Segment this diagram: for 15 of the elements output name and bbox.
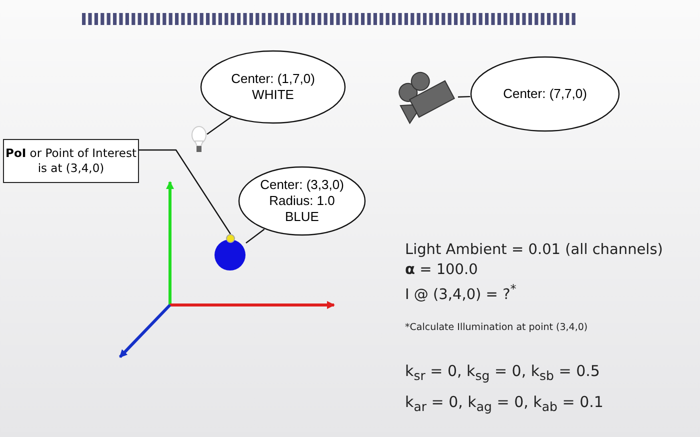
leader-line	[139, 149, 231, 234]
equation-text: I @ (3,4,0) = ?$^{*}$	[405, 282, 516, 303]
equation-text: α = 100.0	[405, 262, 478, 278]
bubble-text: Center: (1,7,0) WHITE	[230, 71, 316, 103]
speech-bubble	[200, 50, 346, 124]
equation-text: k$_{ar}$ = 0, k$_{ag}$ = 0, k$_{ab}$ = 0.1	[405, 393, 604, 414]
bubble-text: Center: (3,3,0) Radius: 1.0 BLUE	[259, 177, 345, 225]
equation-text: Light Ambient = 0.01 (all channels)	[405, 242, 663, 258]
callout-box	[3, 139, 139, 183]
footnote-text: *Calculate Illumination at point (3,4,0)	[405, 322, 588, 333]
speech-bubble	[238, 166, 366, 236]
bubble-text: Center: (7,7,0)	[503, 86, 587, 102]
equation-text: k$_{sr}$ = 0, k$_{sg}$ = 0, k$_{sb}$ = 0.5	[405, 362, 600, 383]
callout-text: PoI or Point of Interest is at (3,4,0)	[4, 146, 138, 176]
speech-bubble	[470, 56, 620, 132]
